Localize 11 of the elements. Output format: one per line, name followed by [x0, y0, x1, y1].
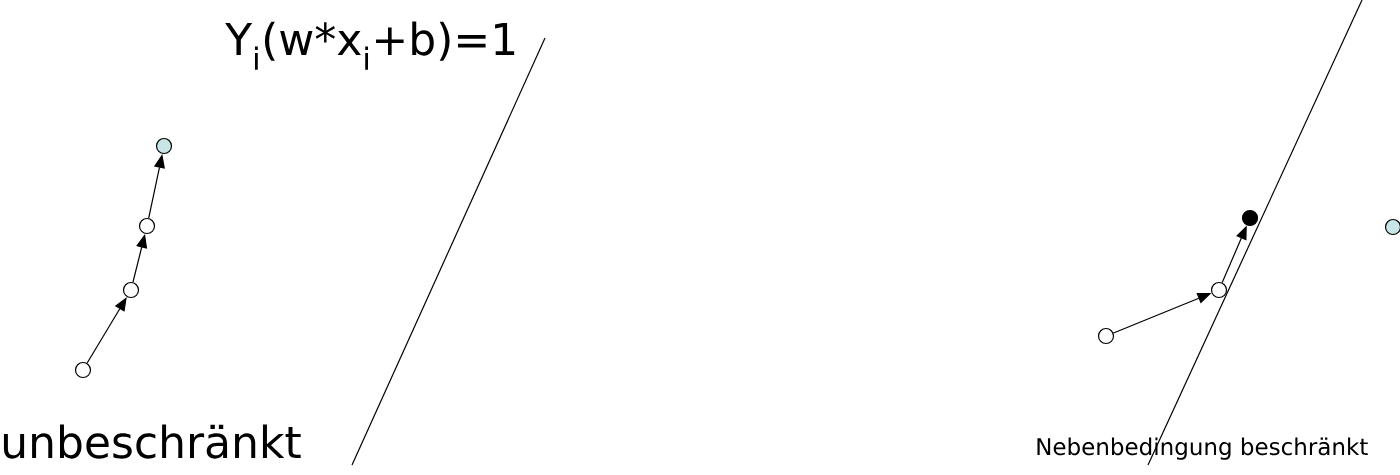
point-marker: [122, 281, 140, 299]
label-text: unbeschränkt: [3, 424, 301, 459]
point-marker: [1241, 209, 1259, 227]
point-marker: [155, 137, 173, 155]
point-marker: [1097, 327, 1115, 345]
point-marker: [1384, 218, 1400, 236]
point-marker: [1210, 281, 1228, 299]
point-marker: [74, 361, 92, 379]
point-marker: [138, 217, 156, 235]
arrow: [86, 297, 127, 364]
label-text: Y$_{i}$(w*x$_{i}$+b)=1: [225, 21, 515, 70]
